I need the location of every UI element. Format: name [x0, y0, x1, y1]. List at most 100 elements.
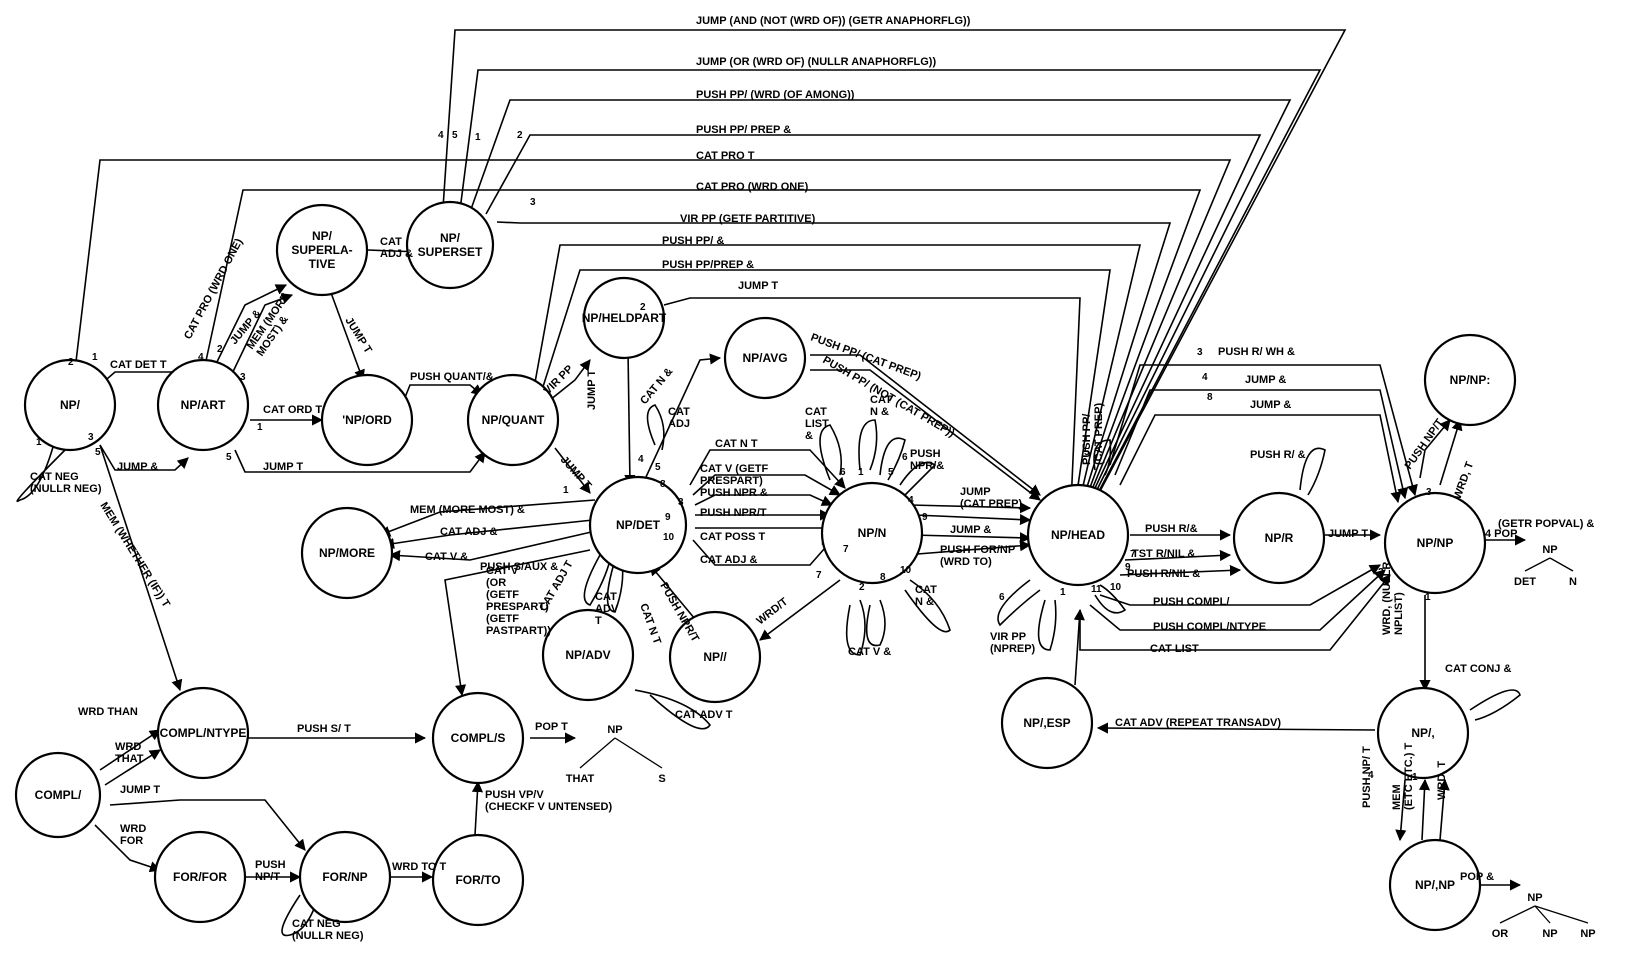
arc-label-text: ADJ	[668, 418, 690, 430]
arc-order-number: 4	[908, 495, 914, 506]
state-label: FOR/FOR	[173, 870, 227, 884]
arc-label-text: CAT V &	[848, 646, 891, 658]
state-circle	[320, 373, 414, 467]
arc-label-text: JUMP &	[1250, 399, 1291, 411]
arc-order-number: 5	[452, 130, 458, 141]
arc-label-l3: PUSH PP/ (WRD (OF AMONG))	[696, 89, 855, 101]
state-circle	[156, 358, 250, 452]
arc-order-number: 9	[922, 512, 928, 523]
arc-order-number: 3	[1426, 487, 1432, 498]
state-node-np_comma_np: NP/,NP	[1388, 838, 1482, 932]
state-circle	[1423, 333, 1517, 427]
arc-label-text: (ETC ETC.) T	[1403, 743, 1415, 810]
arc-label-l77: WRD, T	[1436, 761, 1448, 800]
arc-label-l36: MEM (MORE MOST) &	[410, 504, 525, 516]
arc-order-number: 8	[660, 479, 666, 490]
arc-order-number: 3	[1197, 347, 1203, 358]
arc-label-text: JUMP T	[738, 280, 778, 292]
arc-label-l74: CAT ADV (REPEAT TRANSADV)	[1115, 717, 1281, 729]
state-circle	[431, 691, 525, 785]
arc-label-text: PUSH COMPL/NTYPE	[1153, 621, 1266, 633]
arc-label-l64: PUSH COMPL/	[1153, 596, 1229, 608]
arc-label-l83: PUSH S/ T	[297, 723, 351, 735]
state-label: NP/NP:	[1450, 373, 1491, 387]
state-circle	[275, 203, 369, 297]
state-node-for_to: FOR/TO	[431, 833, 525, 927]
arc-label-text: JUMP (OR (WRD OF) (NULLR ANAPHORFLG))	[696, 56, 936, 68]
arc-order-number: 1	[1425, 592, 1431, 603]
arc-label-text: JUMP T	[263, 461, 303, 473]
arc-label-l62: TST R/NIL &	[1132, 548, 1195, 560]
arc-order-number: 5	[226, 452, 232, 463]
state-node-np_more: NP/MORE	[300, 506, 394, 600]
arc-label-text: PUSH PP/	[1081, 414, 1093, 465]
arc-label-text: ADV	[595, 603, 619, 615]
arc-label-l13: CAT ORD T	[263, 404, 322, 416]
state-node-np_superlative: NP/SUPERLA-TIVE	[275, 203, 369, 297]
state-circle	[1026, 483, 1130, 587]
state-label: NP/N	[858, 526, 887, 540]
state-node-np_esp: NP/,ESP	[1000, 676, 1094, 770]
arc-label-text: PUSH NPR/T	[700, 507, 767, 519]
arc-label-l55: PUSH PP/(CAT PREP)	[1081, 403, 1105, 465]
state-label: SUPERLA-	[291, 243, 352, 257]
arc-label-text: PUSH R/&	[1145, 523, 1198, 535]
arc-order-number: 3	[530, 197, 536, 208]
state-label: NP/AVG	[742, 351, 787, 365]
tree-branch	[1524, 557, 1551, 572]
arc-label-text: CAT LIST	[1150, 643, 1199, 655]
arc-order-number: 1	[92, 352, 98, 363]
arc-label-text: PUSH PP/PREP &	[662, 259, 754, 271]
arc-label-text: PRESPART)	[486, 601, 549, 613]
arc-order-number: 4	[638, 454, 644, 465]
state-label: NP/	[60, 398, 81, 412]
state-circle	[668, 610, 762, 704]
state-label: COMPL/S	[451, 731, 506, 745]
arc-label-text: (GETR POPVAL) &	[1498, 518, 1594, 530]
arc-label-text: CAT	[380, 236, 402, 248]
tree-branch	[1534, 905, 1589, 924]
arc-label-text: PUSH NP/T	[1403, 417, 1447, 472]
arc-label-text: CAT NEG	[30, 471, 79, 483]
arc-label-text: WRD TO T	[392, 861, 446, 873]
arc-label-l79: WRD THAN	[78, 706, 138, 718]
arc-label-text: (CHECKF V UNTENSED)	[485, 801, 612, 813]
arc-order-number: 3	[678, 497, 684, 508]
arc-label-text: WRD	[120, 823, 146, 835]
arc-label-l76: MEM(ETC ETC.) T	[1391, 743, 1415, 810]
state-node-np_avg: NP/AVG	[723, 316, 807, 400]
arc-label-text: WRD THAN	[78, 706, 138, 718]
arc-label-l67: JUMP T	[1328, 528, 1368, 540]
arc-label-text: JUMP T	[120, 784, 160, 796]
arc-label-l61: PUSH R/&	[1145, 523, 1198, 535]
state-label: COMPL/NTYPE	[160, 726, 247, 740]
arc-label-text: NPLIST)	[1393, 592, 1405, 635]
arc-label-l71: (GETR POPVAL) &	[1498, 518, 1594, 530]
arc-label-l56: VIR PP(NPREP)	[990, 631, 1036, 655]
arc-label-l12: CAT DET T	[110, 359, 167, 371]
arc-label-text: CAT	[668, 406, 690, 418]
tree-root: NP	[1542, 544, 1557, 556]
arc-label-text: JUMP	[960, 486, 991, 498]
arc-label-text: CAT NEG	[292, 918, 341, 930]
arc-label-text: CAT ADJ &	[700, 554, 758, 566]
arc-order-number: 2	[1378, 567, 1384, 578]
arc-label-text: PUSH PP/ &	[662, 235, 724, 247]
arc-label-text: WRD, T	[1436, 761, 1448, 800]
arc-label-l84: POP T	[535, 721, 568, 733]
arc-label-text: JUMP T	[1328, 528, 1368, 540]
arc-label-l54: PUSH FOR/NP(WRD TO)	[940, 544, 1015, 568]
arc-label-l35: CAT ADJ &	[700, 554, 758, 566]
arc-label-l52: JUMP(CAT PREP)	[960, 486, 1022, 510]
arc-label-text: PUSH NP/ T	[1361, 746, 1373, 808]
arc-label-l46: WRD/T	[754, 596, 790, 628]
state-label: NP/HEAD	[1051, 528, 1105, 542]
arc-label-text: PUSH VP/V	[485, 789, 544, 801]
arc-label-text: PUSH	[910, 448, 941, 460]
